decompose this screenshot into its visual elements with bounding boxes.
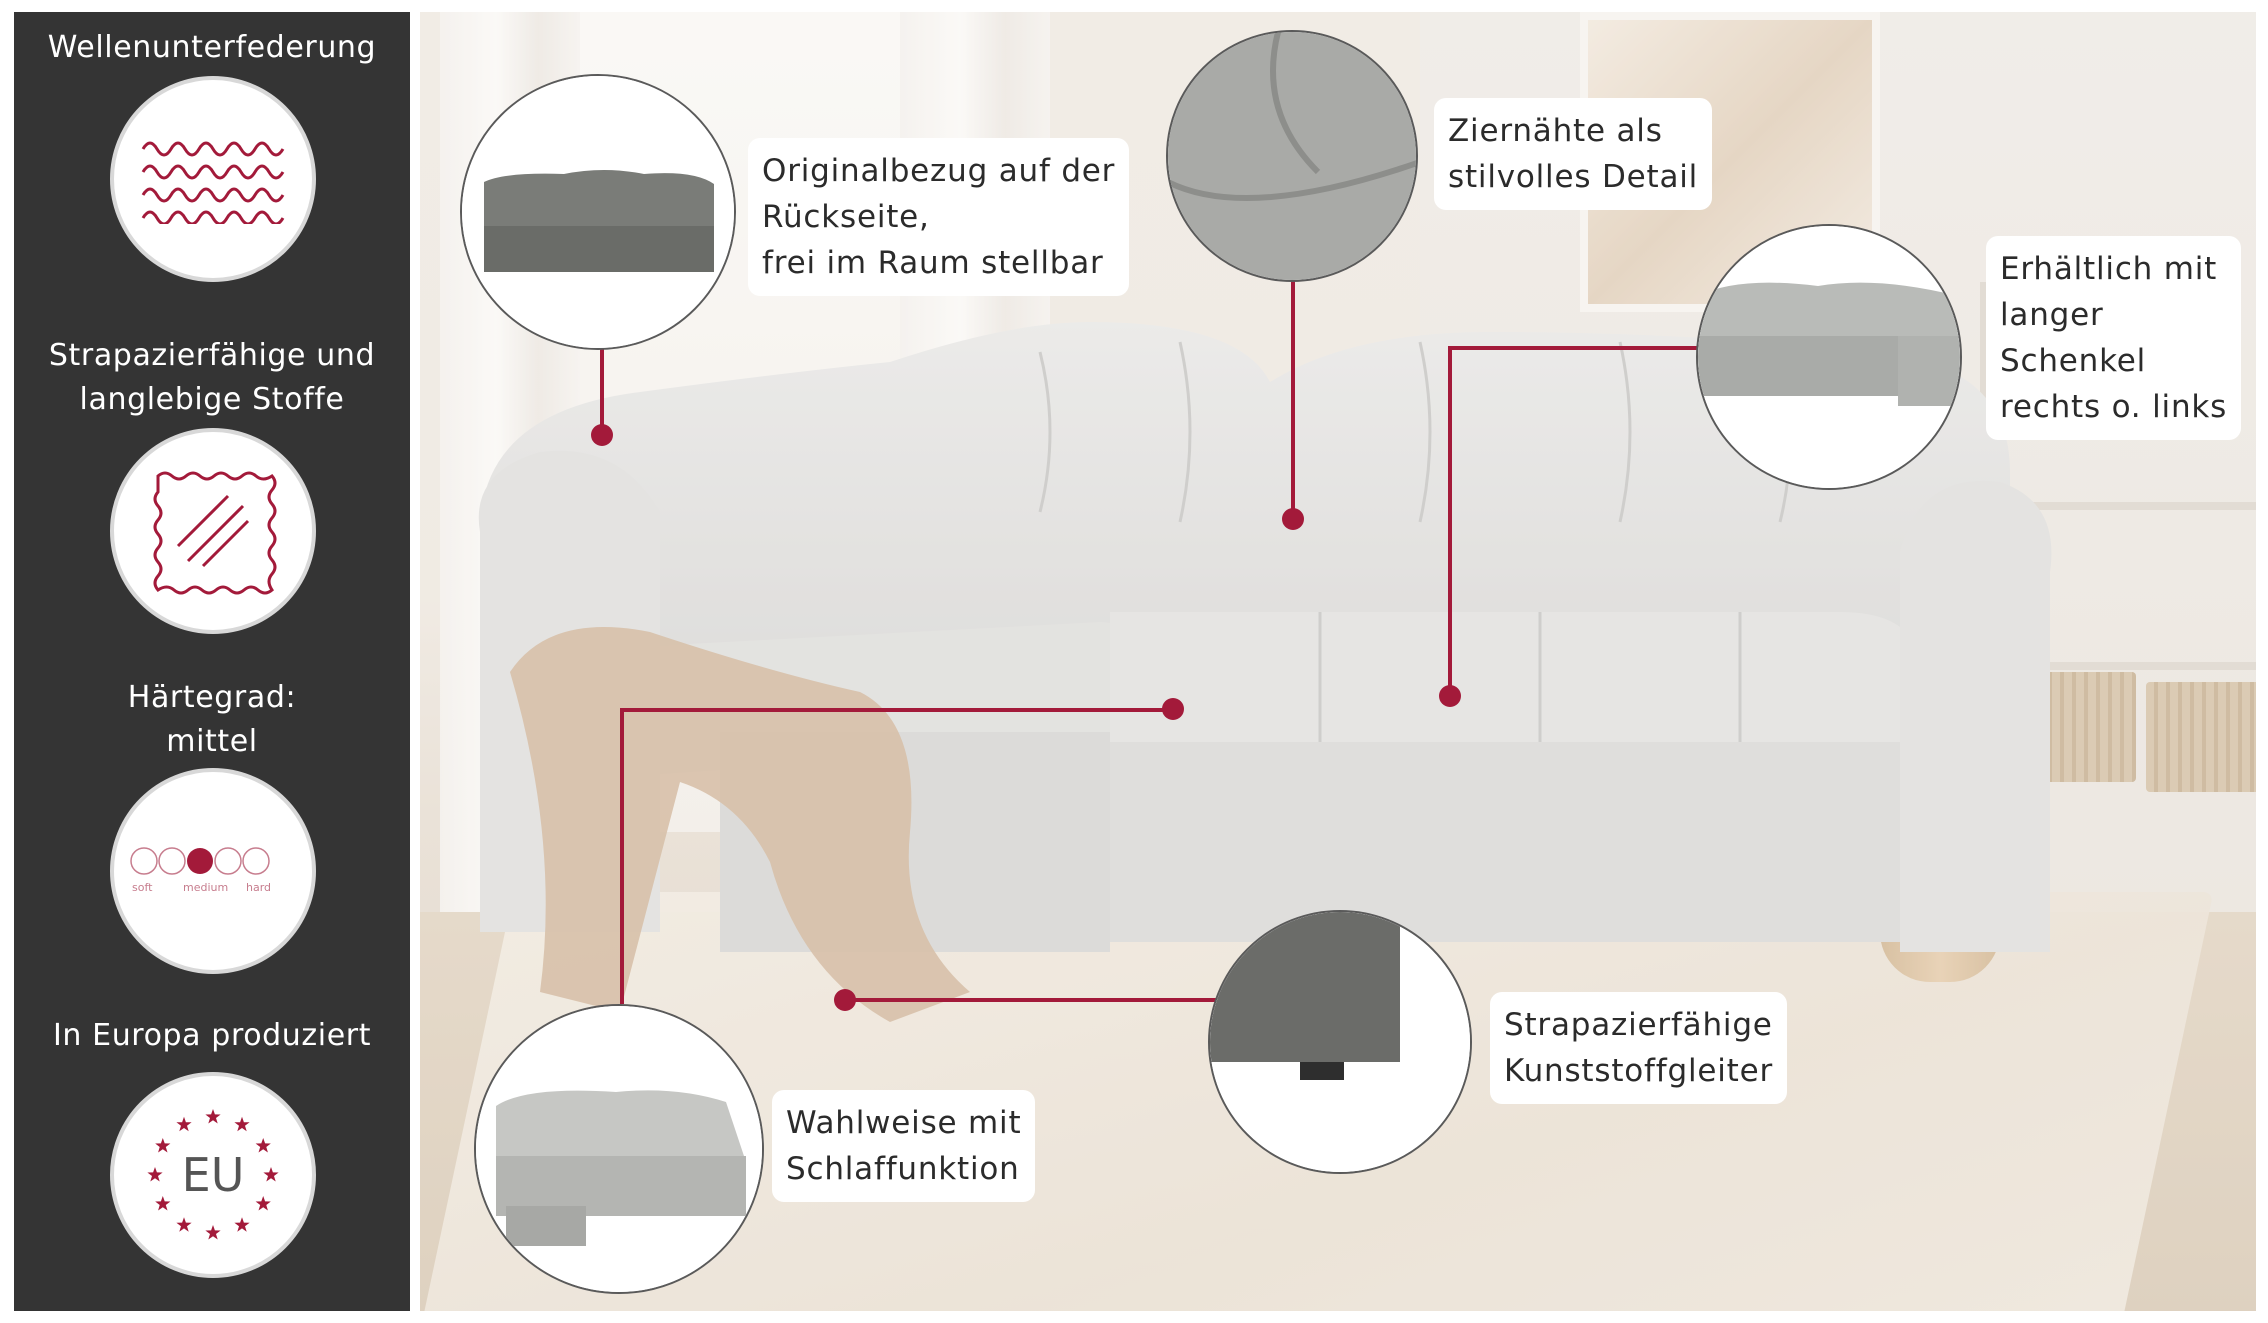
eu-badge-text: EU — [182, 1148, 245, 1202]
connector-seams — [1291, 272, 1295, 520]
firmness-soft-label: soft — [132, 881, 153, 894]
label-sleep-line1: Wahlweise mit — [786, 1105, 1022, 1141]
label-sleep: Wahlweise mit Schlaffunktion — [772, 1090, 1036, 1202]
label-back: Originalbezug auf der Rückseite, frei im… — [748, 138, 1130, 296]
label-back-line1: Originalbezug auf der — [762, 153, 1116, 189]
eu-star — [255, 1138, 271, 1153]
eu-star — [234, 1116, 250, 1132]
eu-stars-icon: EU — [147, 1109, 279, 1240]
label-sleep-line2: Schlaffunktion — [786, 1151, 1020, 1187]
firmness-hard-label: hard — [246, 881, 271, 894]
label-back-line2: Rückseite, — [762, 199, 930, 235]
connector-long-side-h — [1448, 346, 1698, 350]
label-long-side-line1: Erhältlich mit — [2000, 251, 2218, 287]
label-long-side-line3: Schenkel — [2000, 343, 2147, 379]
feature-circle-springs — [110, 76, 316, 282]
firmness-scale-icon: soft medium hard — [130, 847, 271, 894]
basket — [2146, 682, 2256, 792]
eu-star — [205, 1225, 221, 1240]
bubble-back-view — [460, 74, 736, 350]
spring-wave-icon — [141, 141, 285, 224]
corner-sofa — [478, 322, 2052, 1022]
eu-star — [205, 1109, 221, 1124]
label-long-side-line2: langer — [2000, 297, 2104, 333]
feature-label-firmness-line1: Härtegrad: — [127, 680, 297, 715]
feature-label-fabric: Strapazierfähige und langlebige Stoffe — [14, 334, 410, 422]
bubble-long-side — [1696, 224, 1962, 490]
connector-sleep-h — [620, 708, 1172, 712]
label-glides-line2: Kunststoffgleiter — [1504, 1053, 1774, 1089]
eu-star — [155, 1196, 171, 1211]
feature-label-springs: Wellenunterfederung — [47, 30, 377, 65]
connector-dot-glides — [834, 989, 856, 1011]
feature-label-firmness: Härtegrad: mittel — [14, 676, 410, 764]
fabric-icon — [153, 471, 277, 595]
label-glides: Strapazierfähige Kunststoffgleiter — [1490, 992, 1788, 1104]
connector-glides — [846, 998, 1216, 1002]
connector-dot-sleep — [1162, 698, 1184, 720]
connector-long-side-v — [1448, 346, 1452, 696]
feature-panel: Wellenunterfederung Strapazierfähige und… — [14, 12, 410, 1311]
feature-label-fabric-line1: Strapazierfähige und — [48, 338, 376, 373]
eu-star — [176, 1217, 192, 1232]
feature-label-fabric-line2: langlebige Stoffe — [79, 382, 345, 417]
bubble-glides — [1208, 910, 1472, 1174]
feature-circle-fabric — [110, 428, 316, 634]
feature-circle-firmness: soft medium hard — [110, 768, 316, 974]
feature-label-firmness-line2: mittel — [166, 724, 258, 759]
connector-dot-seams — [1282, 508, 1304, 530]
firmness-medium-label: medium — [183, 881, 228, 894]
eu-star — [255, 1196, 271, 1211]
label-seams-line2: stilvolles Detail — [1448, 159, 1699, 195]
connector-back — [600, 346, 604, 430]
label-back-line3: frei im Raum stellbar — [762, 245, 1104, 281]
label-long-side-line4: rechts o. links — [2000, 389, 2228, 425]
connector-sleep-v — [620, 708, 624, 1004]
bubble-sleep-function — [474, 1004, 764, 1294]
eu-star — [147, 1167, 163, 1182]
eu-star — [234, 1217, 250, 1232]
connector-dot-back — [591, 424, 613, 446]
connector-dot-long-side — [1439, 685, 1461, 707]
label-seams-line1: Ziernähte als — [1448, 113, 1663, 149]
label-glides-line1: Strapazierfähige — [1504, 1007, 1773, 1043]
firmness-selected-dot — [187, 848, 213, 874]
label-long-side: Erhältlich mit langer Schenkel rechts o.… — [1986, 236, 2242, 440]
eu-star — [263, 1167, 279, 1182]
eu-star — [155, 1138, 171, 1153]
label-seams: Ziernähte als stilvolles Detail — [1434, 98, 1713, 210]
bubble-seams-detail — [1166, 30, 1418, 282]
eu-star — [176, 1116, 192, 1132]
feature-circle-europe: EU — [110, 1072, 316, 1278]
feature-label-europe: In Europa produziert — [52, 1018, 372, 1053]
